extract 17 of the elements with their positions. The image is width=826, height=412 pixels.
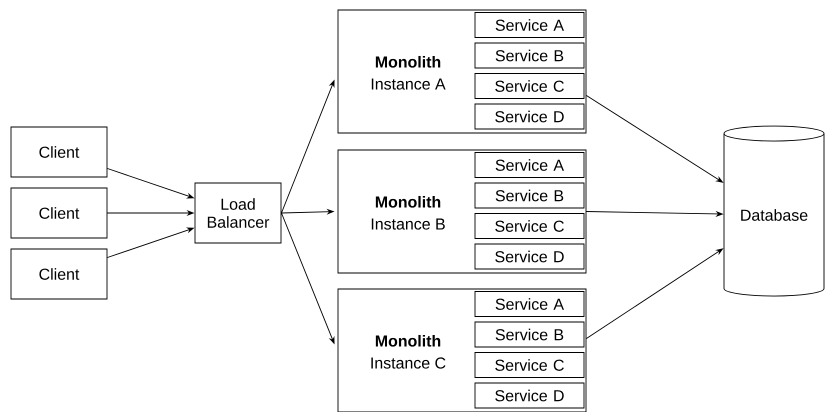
service-box: Service D: [474, 382, 584, 408]
client-box: Client: [10, 188, 108, 238]
service-box: Service B: [474, 42, 584, 68]
service-box: Service C: [474, 73, 584, 99]
client-box: Client: [10, 126, 108, 178]
service-box: Service B: [474, 182, 584, 208]
service-box: Service D: [474, 244, 584, 270]
service-box: Service B: [474, 322, 584, 348]
load-balancer-box: Load Balancer: [194, 182, 282, 244]
service-box: Service D: [474, 104, 584, 130]
client-box: Client: [10, 248, 108, 300]
service-box: Service C: [474, 352, 584, 378]
service-box: Service A: [474, 291, 584, 317]
service-box: Service A: [474, 152, 584, 178]
database-cylinder: Database: [724, 126, 824, 296]
service-box: Service A: [474, 12, 584, 38]
service-box: Service C: [474, 213, 584, 239]
